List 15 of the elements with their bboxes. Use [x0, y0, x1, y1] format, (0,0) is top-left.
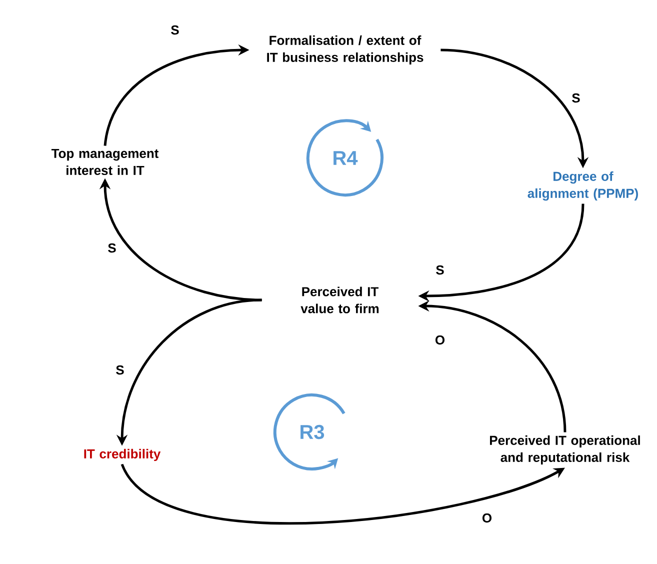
node-label: Degree of alignment (PPMP) [528, 171, 638, 201]
node-label: Formalisation / extent of IT business relationships [267, 35, 424, 65]
node-label: Top management interest in IT [51, 148, 159, 176]
edge-label: S [570, 92, 582, 104]
node-label: Perceived IT value to firm [300, 286, 379, 314]
edge-label: S [434, 264, 446, 276]
edge-label: S [114, 364, 126, 376]
loop-label: R4 [334, 151, 358, 165]
loop-label: R3 [300, 424, 324, 440]
edge-label: S [170, 24, 180, 36]
edge-label: S [106, 242, 118, 254]
node-label: Perceived IT operational and reputational risk [490, 435, 640, 465]
edge-label: O [434, 334, 446, 346]
node-label: IT credibility [84, 448, 161, 462]
edge-label: O [480, 512, 494, 524]
